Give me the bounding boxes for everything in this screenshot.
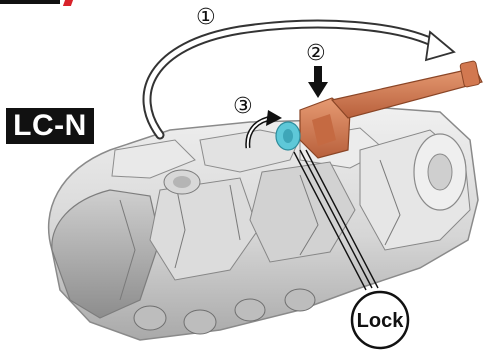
step-1-number: ① xyxy=(196,5,216,30)
step-3-number: ③ xyxy=(233,94,253,119)
step-2-number: ② xyxy=(306,41,326,66)
cyan-joint-part xyxy=(276,122,300,150)
lock-callout: Lock xyxy=(352,292,408,348)
push-down-arrow xyxy=(308,66,328,98)
robot-vehicle-model xyxy=(49,108,478,340)
lock-callout-text: Lock xyxy=(357,310,405,332)
